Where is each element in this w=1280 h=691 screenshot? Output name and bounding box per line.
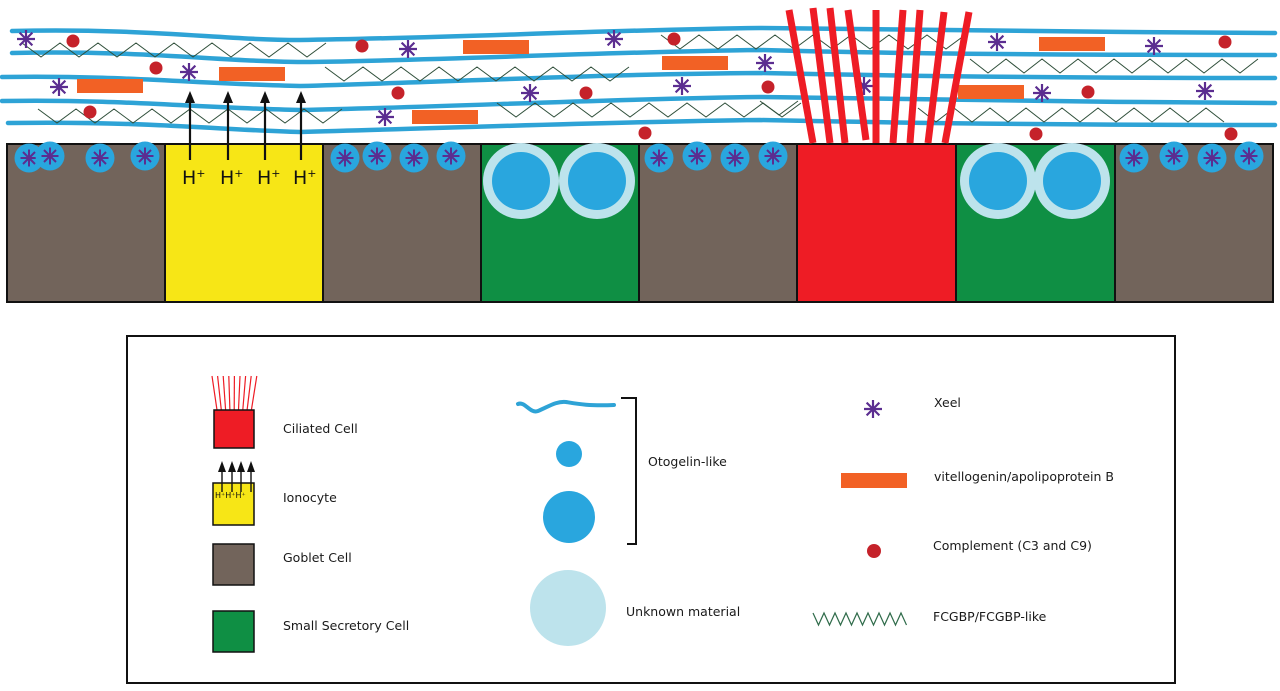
xeel-asterisk-icon [399, 40, 417, 58]
complement-dot [639, 127, 652, 140]
xeel-asterisk-icon [651, 150, 668, 167]
fcgbp-zigzag [760, 101, 798, 115]
vitellogenin-bar [219, 67, 285, 81]
legend-label-vitellogenin: vitellogenin/apolipoprotein B [934, 469, 1114, 484]
xeel-asterisk-icon [673, 77, 691, 95]
vitellogenin-bar [958, 85, 1024, 99]
xeel-asterisk-icon [756, 54, 774, 72]
complement-dot [1219, 36, 1232, 49]
xeel-asterisk-icon [137, 148, 154, 165]
xeel-asterisk-icon [1126, 150, 1143, 167]
legend-label-fcgbp: FCGBP/FCGBP-like [933, 609, 1047, 624]
proton-arrow-head [296, 91, 306, 103]
vitellogenin-bar [412, 110, 478, 124]
ciliated-cell [797, 144, 956, 302]
proton-charge: + [196, 167, 205, 180]
vitellogenin-bar [463, 40, 529, 54]
otogelin-vesicle [492, 152, 550, 210]
legend-label-ciliated: Ciliated Cell [283, 421, 358, 436]
ionocyte-swatch [213, 483, 254, 525]
fcgbp-zigzag [497, 103, 801, 117]
legend: Ciliated Cell H⁺H⁺H⁺ Ionocyte Goblet Cel… [127, 336, 1175, 683]
ciliated-cell-swatch [214, 410, 254, 448]
xeel-asterisk-icon [337, 150, 354, 167]
small-secretory-cell-swatch [213, 611, 254, 652]
vitellogenin-bar [662, 56, 728, 70]
xeel-asterisk-icon [864, 400, 882, 418]
proton-arrow-head [223, 91, 233, 103]
xeel-asterisk-icon [92, 150, 109, 167]
goblet-cell-swatch [213, 544, 254, 585]
xeel-asterisk-icon [369, 148, 386, 165]
complement-dot [762, 81, 775, 94]
xeel-asterisk-icon [1204, 150, 1221, 167]
xeel-asterisk-icon [21, 150, 38, 167]
legend-label-goblet: Goblet Cell [283, 550, 352, 565]
xeel-asterisk-icon [689, 148, 706, 165]
proton-charge: + [271, 167, 280, 180]
xeel-asterisk-icon [42, 148, 59, 165]
complement-dot [580, 87, 593, 100]
xeel-asterisk-icon [605, 30, 623, 48]
legend-label-ionocyte: Ionocyte [283, 490, 337, 505]
complement-dot-icon [867, 544, 881, 558]
proton-charge: + [307, 167, 316, 180]
vitellogenin-bar [77, 79, 143, 93]
complement-dot [1225, 128, 1238, 141]
xeel-asterisk-icon [50, 78, 68, 96]
fcgbp-zigzag [970, 59, 1258, 73]
otogelin-small-granule-icon [556, 441, 582, 467]
complement-dot [67, 35, 80, 48]
complement-dot [150, 62, 163, 75]
complement-dot [392, 87, 405, 100]
xeel-asterisk-icon [988, 33, 1006, 51]
xeel-asterisk-icon [180, 63, 198, 81]
legend-label-otogelin: Otogelin-like [648, 454, 727, 469]
complement-dot [84, 106, 97, 119]
legend-label-unknown: Unknown material [626, 604, 740, 619]
mucus-strand [12, 50, 1275, 62]
xeel-asterisk-icon [1241, 148, 1258, 165]
xeel-asterisk-icon [765, 148, 782, 165]
complement-dot [668, 33, 681, 46]
proton-charge: + [234, 167, 243, 180]
otogelin-large-granule-icon [543, 491, 595, 543]
otogelin-vesicle [568, 152, 626, 210]
complement-dot [1030, 128, 1043, 141]
unknown-material-icon [530, 570, 606, 646]
xeel-asterisk-icon [864, 400, 882, 418]
vitellogenin-bar-icon [841, 473, 907, 488]
xeel-asterisk-icon [1145, 37, 1163, 55]
xeel-asterisk-icon [1196, 82, 1214, 100]
vitellogenin-bar [1039, 37, 1105, 51]
xeel-asterisk-icon [521, 84, 539, 102]
xeel-asterisk-icon [406, 150, 423, 167]
complement-dot [1082, 86, 1095, 99]
xeel-asterisk-icon [1166, 148, 1183, 165]
legend-label-xeel: Xeel [934, 395, 961, 410]
legend-ionocyte-hplus: H⁺H⁺H⁺ [215, 491, 246, 500]
xeel-asterisk-icon [443, 148, 460, 165]
proton-arrow-head [260, 91, 270, 103]
xeel-asterisk-icon [376, 108, 394, 126]
xeel-asterisk-icon [1033, 84, 1051, 102]
xeel-asterisk-icon [17, 30, 35, 48]
otogelin-vesicle [1043, 152, 1101, 210]
otogelin-vesicle [969, 152, 1027, 210]
mucus-layer [2, 28, 1275, 141]
legend-label-small-secretory: Small Secretory Cell [283, 618, 409, 633]
proton-arrow-head [185, 91, 195, 103]
xeel-asterisk-icon [727, 150, 744, 167]
fcgbp-zigzag [918, 108, 1224, 122]
legend-label-complement: Complement (C3 and C9) [933, 538, 1092, 553]
complement-dot [356, 40, 369, 53]
